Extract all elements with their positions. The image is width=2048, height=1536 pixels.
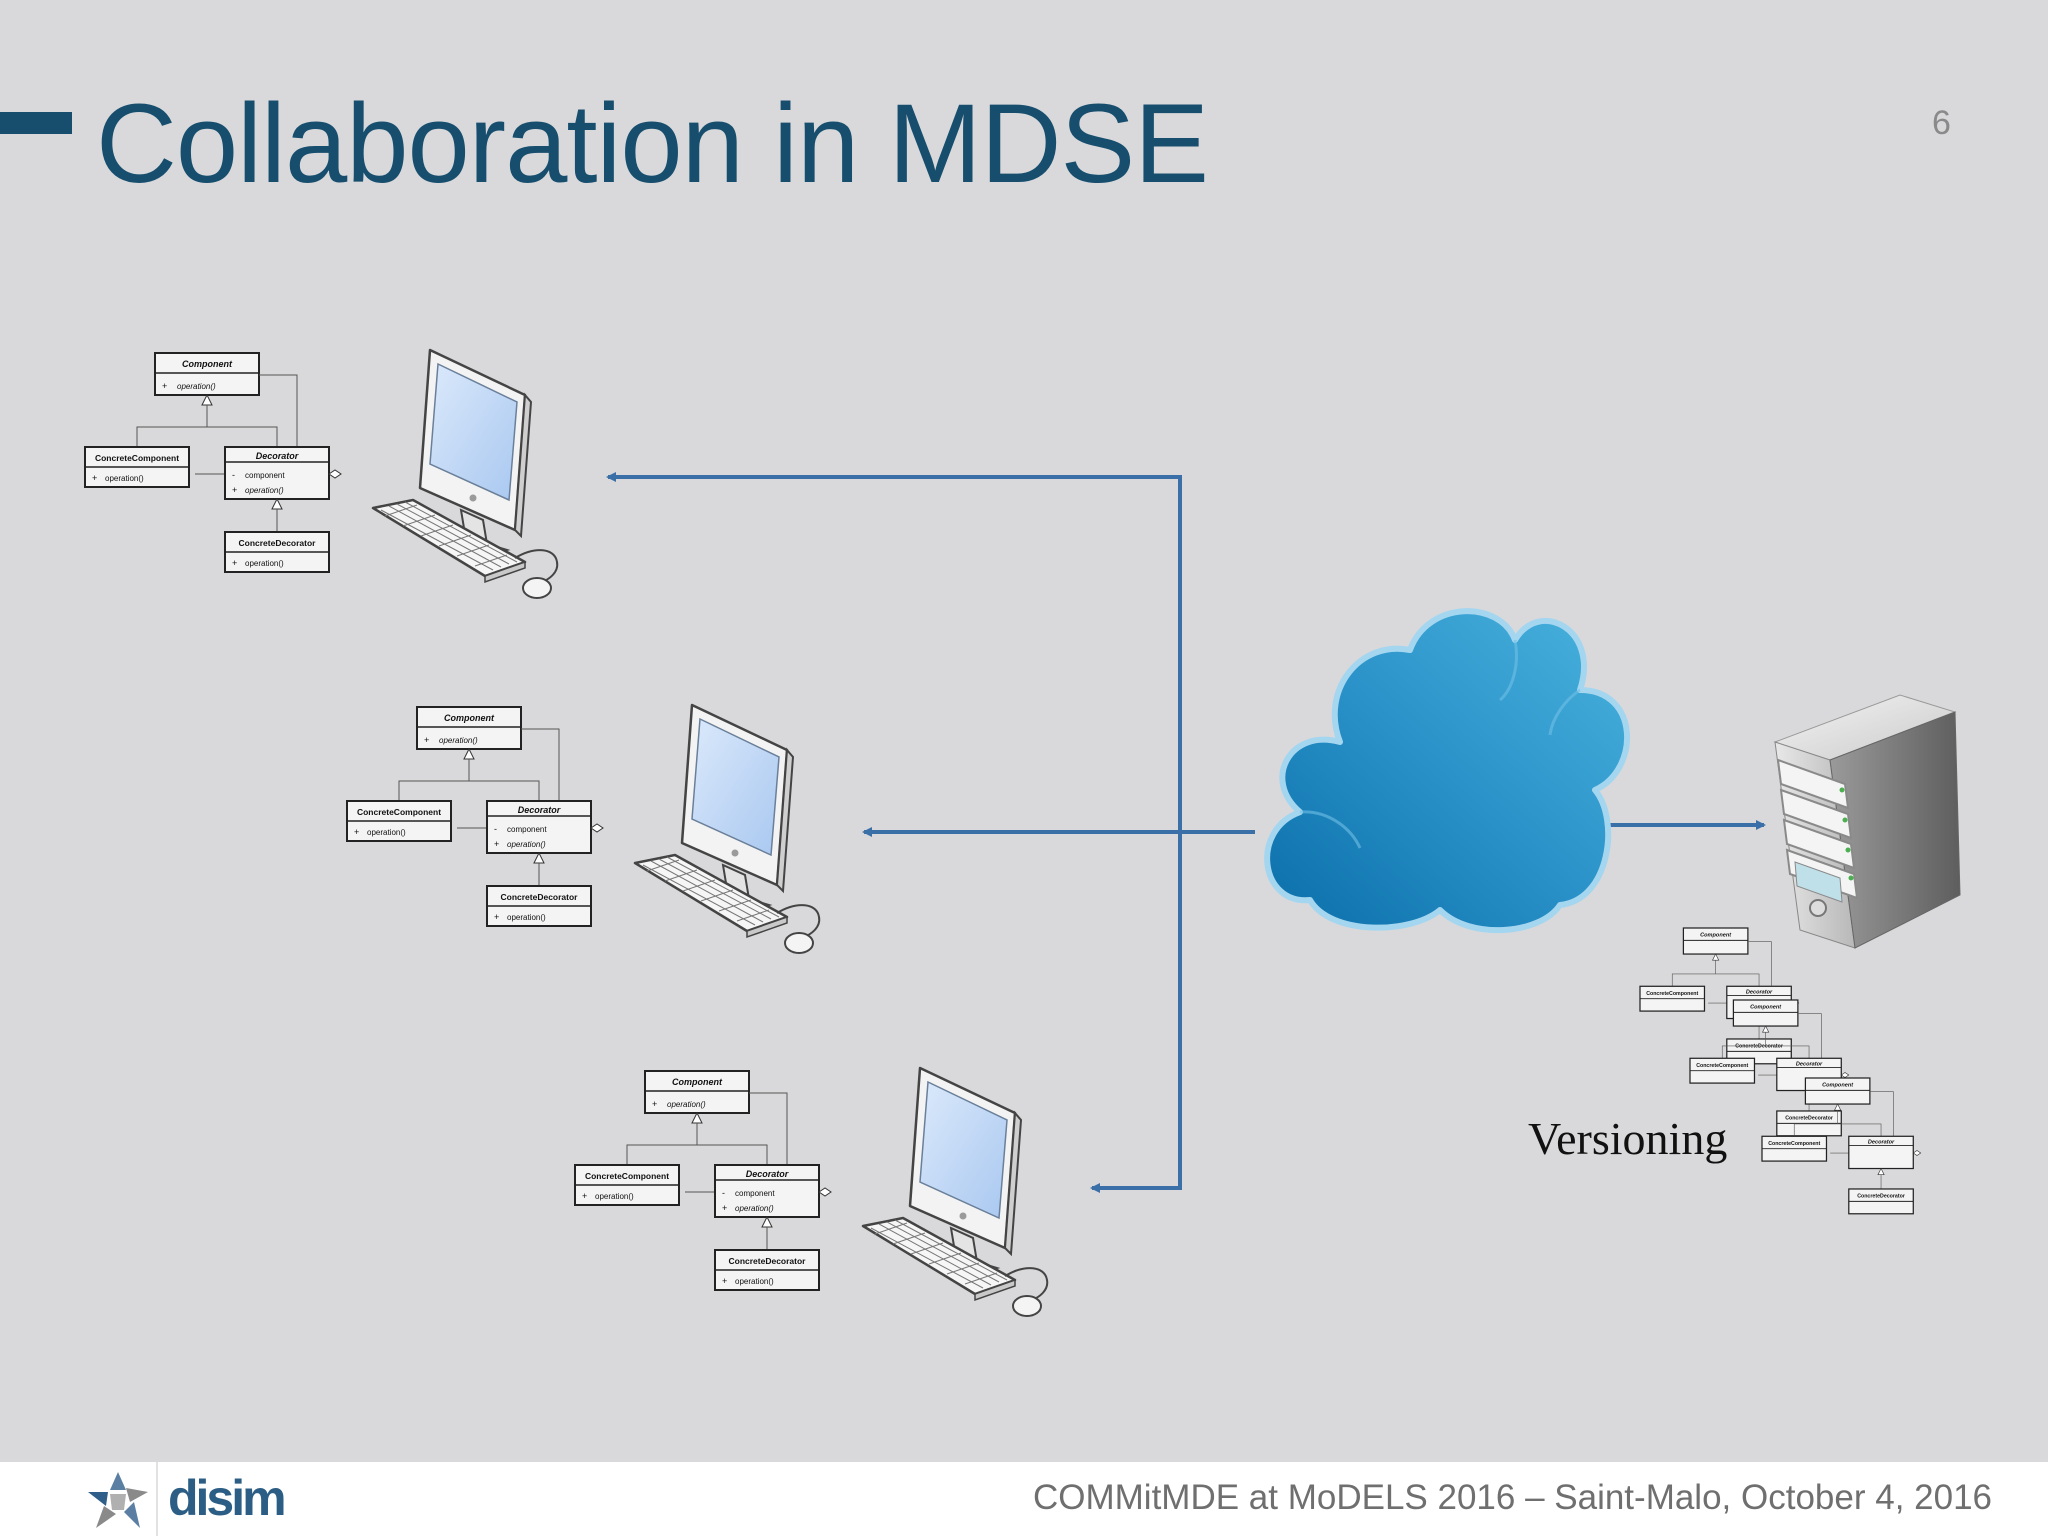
uml-operation-label: operation() (735, 1204, 774, 1213)
uml-decorator-label: Decorator (1796, 1062, 1823, 1068)
uml-field-label: component (735, 1189, 775, 1198)
slide-title: Collaboration in MDSE (96, 81, 1209, 206)
workstation-2: Component + operation() ConcreteComponen… (346, 703, 821, 955)
uml-component-label: Component (182, 359, 233, 369)
uml-operation-label: operation() (177, 382, 216, 391)
uml-concrete-component-label: ConcreteComponent (1768, 1141, 1820, 1147)
uml-operation-label: operation() (667, 1100, 706, 1109)
computer-2 (633, 703, 821, 955)
uml-decorator-label: Decorator (746, 1169, 789, 1179)
uml-component-label: Component (1750, 1005, 1782, 1011)
uml-operation-label: operation() (439, 736, 478, 745)
workstation-3: Component + operation() ConcreteComponen… (574, 1066, 1049, 1318)
uml-operation-label: operation() (245, 486, 284, 495)
uml-operation-label: operation() (735, 1277, 774, 1286)
uml-component-label: Component (672, 1077, 723, 1087)
uml-operation-label: operation() (367, 828, 406, 837)
uml-component-label: Component (1700, 933, 1732, 939)
uml-concrete-decorator-label: ConcreteDecorator (1735, 1044, 1783, 1050)
computer-1 (371, 348, 559, 600)
versioned-uml-3: Component Decorator ConcreteComponent Co… (1761, 1077, 1922, 1215)
uml-concrete-component-label: ConcreteComponent (357, 807, 441, 817)
uml-component-label: Component (1822, 1083, 1854, 1089)
versioning-label: Versioning (1528, 1113, 1728, 1164)
uml-private-marker: - (494, 824, 497, 834)
disim-logo-icon (88, 1472, 148, 1528)
uml-concrete-component-label: ConcreteComponent (95, 453, 179, 463)
uml-concrete-component-label: ConcreteComponent (1696, 1063, 1748, 1069)
uml-operation-label: operation() (507, 840, 546, 849)
uml-operation-label: operation() (595, 1192, 634, 1201)
uml-diagram-1: Component + operation() ConcreteComponen… (84, 352, 342, 573)
disim-logo-text: disim (168, 1470, 287, 1526)
versioned-uml-2: Component Decorator ConcreteComponent Co… (1689, 999, 1850, 1137)
footer: disim COMMitMDE at MoDELS 2016 – Saint-M… (0, 1462, 2048, 1536)
versioned-uml-1: Component Decorator ConcreteComponent Co… (1639, 927, 1800, 1065)
uml-public-marker: + (354, 827, 359, 837)
cloud-icon (1264, 608, 1630, 934)
versioned-uml-stack: Component Decorator ConcreteComponent Co… (1639, 927, 1922, 1215)
server-icon (1773, 694, 1961, 949)
uml-public-marker: + (652, 1099, 657, 1109)
uml-public-marker: + (232, 485, 237, 495)
uml-concrete-decorator-label: ConcreteDecorator (239, 538, 317, 548)
connection-arrows (606, 472, 1766, 1193)
title-accent-bar (0, 112, 72, 134)
uml-concrete-component-label: ConcreteComponent (1646, 991, 1698, 997)
uml-concrete-decorator-label: ConcreteDecorator (1857, 1194, 1905, 1200)
uml-operation-label: operation() (105, 474, 144, 483)
uml-concrete-decorator-label: ConcreteDecorator (1785, 1116, 1833, 1122)
uml-public-marker: + (722, 1203, 727, 1213)
uml-field-label: component (245, 471, 285, 480)
uml-field-label: component (507, 825, 547, 834)
uml-diagram-3: Component + operation() ConcreteComponen… (574, 1070, 832, 1291)
uml-concrete-decorator-label: ConcreteDecorator (501, 892, 579, 902)
uml-public-marker: + (424, 735, 429, 745)
uml-public-marker: + (494, 839, 499, 849)
uml-public-marker: + (722, 1276, 727, 1286)
uml-public-marker: + (494, 912, 499, 922)
uml-concrete-component-label: ConcreteComponent (585, 1171, 669, 1181)
uml-component-label: Component (444, 713, 495, 723)
uml-decorator-label: Decorator (256, 451, 299, 461)
uml-public-marker: + (232, 558, 237, 568)
uml-private-marker: - (232, 470, 235, 480)
uml-public-marker: + (582, 1191, 587, 1201)
workstation-1: Component + operation() ConcreteComponen… (84, 348, 559, 600)
uml-diagram-2: Component + operation() ConcreteComponen… (346, 706, 604, 927)
footer-divider (156, 1462, 158, 1536)
uml-public-marker: + (162, 381, 167, 391)
uml-operation-label: operation() (507, 913, 546, 922)
uml-public-marker: + (92, 473, 97, 483)
uml-decorator-label: Decorator (518, 805, 561, 815)
uml-private-marker: - (722, 1188, 725, 1198)
uml-decorator-label: Decorator (1746, 990, 1773, 996)
page-number: 6 (1932, 104, 1951, 142)
footer-conference-text: COMMitMDE at MoDELS 2016 – Saint-Malo, O… (1032, 1478, 1992, 1517)
uml-concrete-decorator-label: ConcreteDecorator (729, 1256, 807, 1266)
computer-3 (861, 1066, 1049, 1318)
uml-decorator-label: Decorator (1868, 1140, 1895, 1146)
uml-operation-label: operation() (245, 559, 284, 568)
